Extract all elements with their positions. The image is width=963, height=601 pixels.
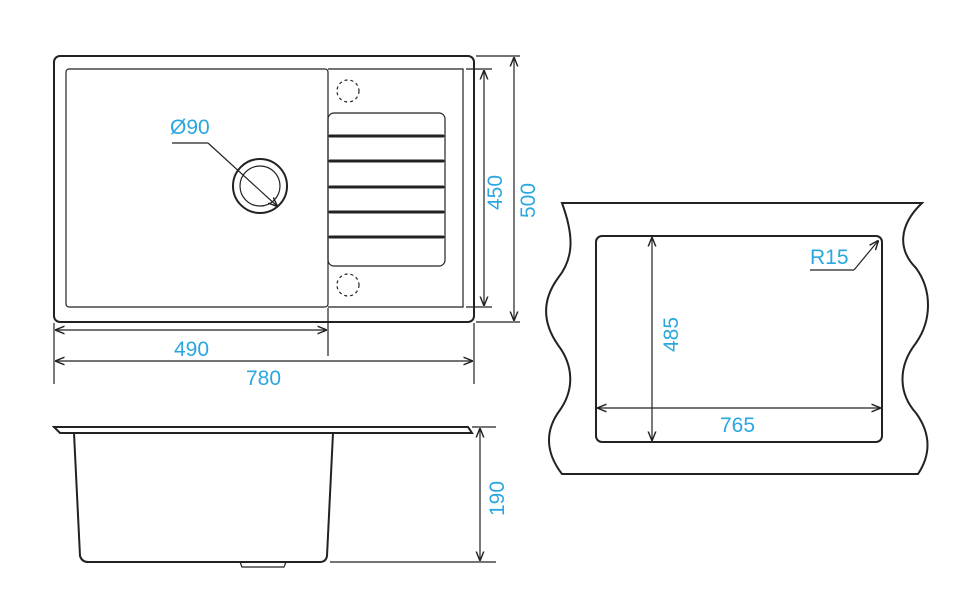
dim-780-label: 780 (246, 367, 281, 390)
side-rim (51, 426, 474, 434)
drainer-tray (327, 112, 446, 267)
drainer-area (328, 68, 464, 308)
drain-diameter-line (207, 142, 277, 206)
dim-490-label: 490 (174, 338, 209, 361)
dim-485-label: 485 (660, 317, 683, 352)
cutout-opening (595, 235, 883, 443)
drainer-ribs (328, 134, 445, 239)
side-bowl (73, 432, 334, 563)
main-bowl (65, 68, 329, 308)
dim-765-label: 765 (720, 414, 755, 437)
sink-outer-rim (53, 55, 475, 323)
side-drain (239, 561, 287, 568)
radius-label: R15 (810, 246, 849, 269)
drain-diameter-label: Ø90 (170, 116, 210, 139)
drain-hole (232, 158, 288, 214)
tap-hole-bottom (336, 273, 360, 297)
top-view: Ø90 490 780 450 500 (53, 55, 540, 390)
cutout-view: 485 765 R15 (545, 202, 929, 475)
tap-hole-top (336, 79, 360, 103)
countertop-outline (545, 202, 929, 475)
dim-500-label: 500 (517, 183, 540, 218)
dim-190-label: 190 (486, 481, 509, 516)
side-view: 190 (51, 426, 509, 568)
dim-450-label: 450 (484, 175, 507, 210)
radius-pointer (853, 241, 878, 271)
